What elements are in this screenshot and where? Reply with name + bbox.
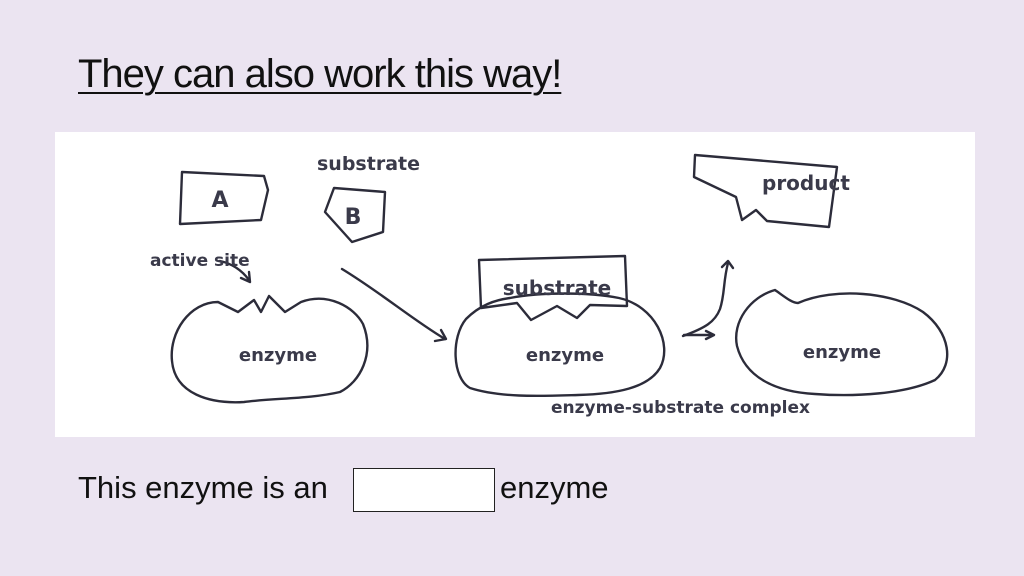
label-enzyme-1: enzyme — [239, 345, 317, 366]
label-letter-b: B — [345, 205, 362, 230]
label-substrate-top: substrate — [317, 153, 420, 175]
enzyme-diagram: substrate A B active site enzyme substra… — [55, 132, 975, 437]
enzyme-2-shape — [454, 292, 666, 398]
prompt-prefix: This enzyme is an — [78, 470, 328, 505]
substrate-b-shape — [323, 186, 387, 244]
enzyme-1-shape — [170, 294, 369, 404]
enzyme-3-shape — [734, 288, 949, 397]
label-active-site: active site — [150, 251, 250, 271]
label-substrate-box: substrate — [503, 276, 611, 300]
prompt-suffix: enzyme — [500, 470, 609, 505]
label-complex: enzyme-substrate complex — [551, 398, 810, 418]
release-arrow — [681, 261, 730, 338]
label-product: product — [762, 171, 850, 195]
label-enzyme-3: enzyme — [803, 342, 881, 363]
binding-arrow — [340, 267, 447, 341]
label-letter-a: A — [211, 188, 228, 213]
substrate-box-shape — [477, 254, 629, 322]
active-site-arrow — [218, 259, 251, 282]
product-shape — [692, 153, 839, 229]
answer-blank-box[interactable] — [353, 468, 495, 512]
slide-title: They can also work this way! — [78, 52, 562, 96]
substrate-a-shape — [178, 170, 270, 226]
label-enzyme-2: enzyme — [526, 345, 604, 366]
enzyme-diagram-svg: substrate A B active site enzyme substra… — [150, 153, 949, 418]
